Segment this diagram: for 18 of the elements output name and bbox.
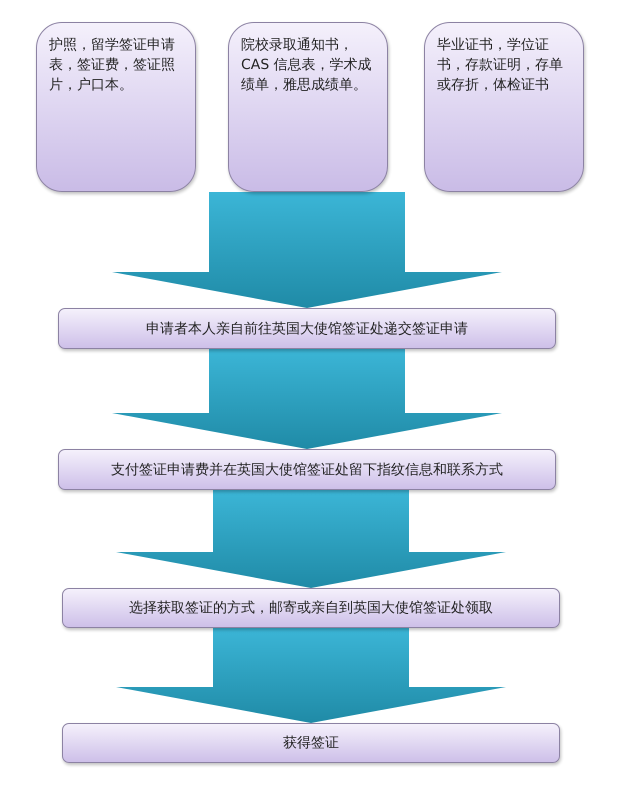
document-card	[424, 22, 584, 192]
block-arrow	[116, 628, 506, 723]
step-box	[62, 588, 560, 628]
node-text: 院校录取通知书，CAS 信息表，学术成绩单，雅思成绩单。	[241, 36, 373, 95]
block-arrow	[112, 349, 502, 449]
step-box	[58, 308, 556, 349]
step-box	[62, 723, 560, 763]
node-text: 毕业证书，学位证书，存款证明，存单或存折，体检证书	[437, 36, 564, 95]
node-text: 申请者本人亲自前往英国大使馆签证处递交签证申请	[146, 320, 468, 338]
document-card	[228, 22, 388, 192]
block-arrow	[112, 192, 502, 308]
node-text: 护照，留学签证申请表，签证费，签证照片，户口本。	[49, 36, 176, 95]
step-box	[58, 449, 556, 490]
node-text: 获得签证	[283, 734, 339, 752]
block-arrow	[116, 490, 506, 588]
document-card	[36, 22, 196, 192]
node-text: 选择获取签证的方式，邮寄或亲自到英国大使馆签证处领取	[129, 599, 493, 617]
node-text: 支付签证申请费并在英国大使馆签证处留下指纹信息和联系方式	[111, 460, 503, 478]
